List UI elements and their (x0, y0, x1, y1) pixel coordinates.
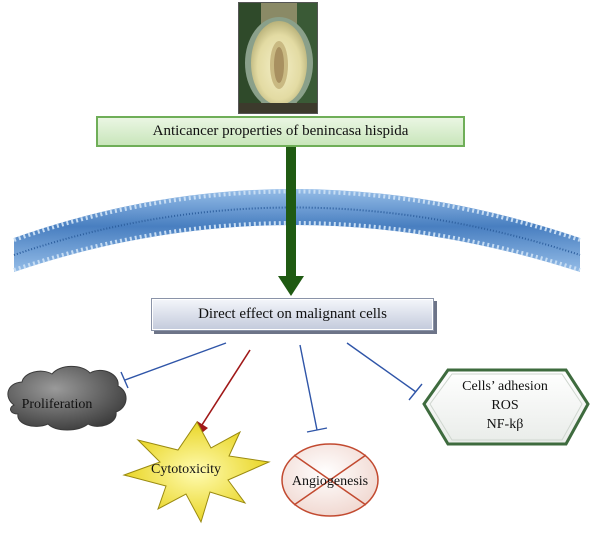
cells-adhesion-label: Cells’ adhesion (462, 379, 548, 394)
red-arrow-cytotoxicity (193, 349, 251, 440)
title-box: Anticancer properties of benincasa hispi… (96, 116, 465, 147)
inhibit-line-angiogenesis (299, 344, 328, 433)
title-label: Anticancer properties of benincasa hispi… (152, 123, 409, 139)
proliferation-label: Proliferation (22, 397, 93, 412)
direct-effect-box: Direct effect on malignant cells (151, 298, 434, 331)
proliferation-cloud: Proliferation (7, 365, 127, 431)
cytotoxicity-star: Cytotoxicity (122, 421, 271, 524)
ros-label: ROS (491, 398, 518, 413)
cell-membrane (13, 189, 581, 272)
adhesion-ros-nfkb-hexagon: Cells’ adhesion ROS NF-kβ (422, 368, 590, 446)
angiogenesis-label: Angiogenesis (292, 474, 368, 489)
angiogenesis-crossed-circle: Angiogenesis (281, 443, 379, 517)
cytotoxicity-label: Cytotoxicity (151, 462, 221, 477)
direct-effect-label: Direct effect on malignant cells (198, 306, 387, 322)
green-down-arrow (278, 147, 304, 296)
nf-kb-label: NF-kβ (487, 417, 524, 432)
inhibit-line-proliferation (120, 342, 227, 389)
inhibit-line-adhesion (346, 342, 423, 401)
benincasa-hispida-photo (238, 2, 318, 114)
